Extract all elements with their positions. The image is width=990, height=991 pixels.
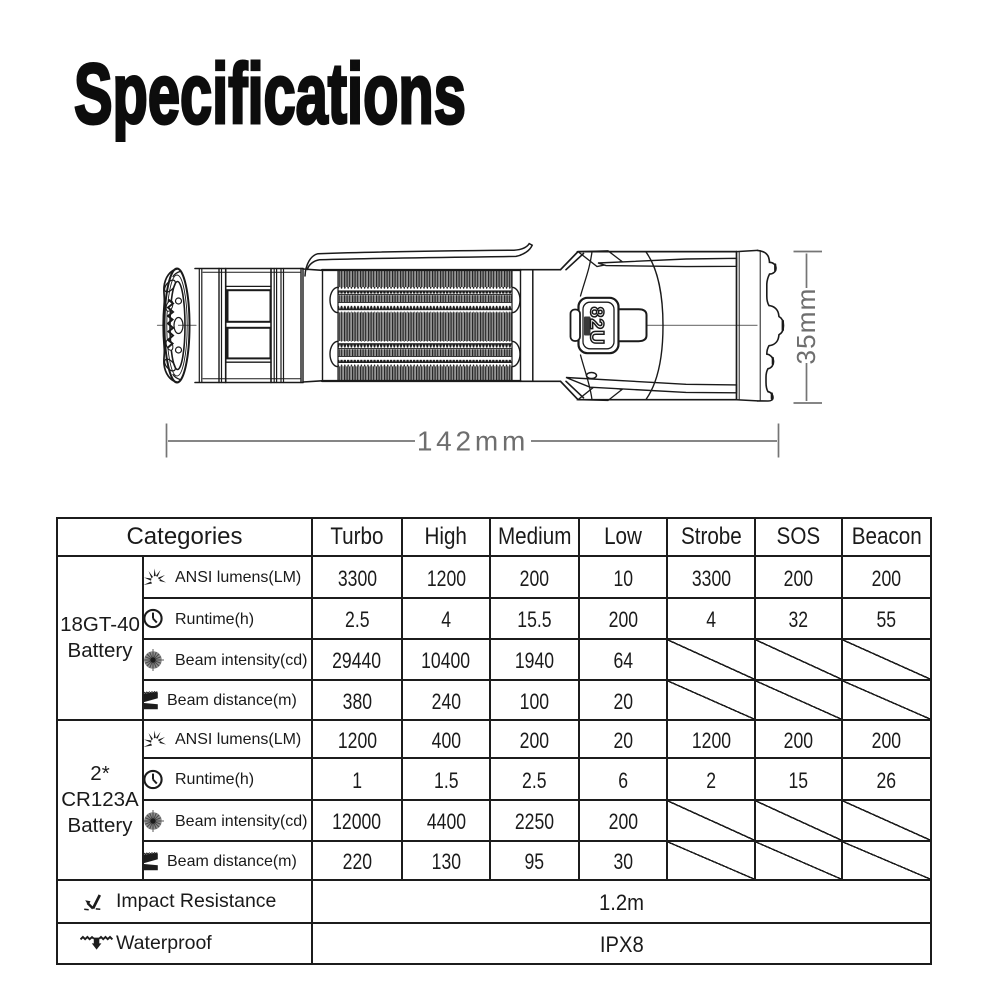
svg-text:142mm: 142mm [417,426,529,457]
svg-text:82U: 82U [586,307,608,346]
svg-text:35mm: 35mm [791,287,821,364]
